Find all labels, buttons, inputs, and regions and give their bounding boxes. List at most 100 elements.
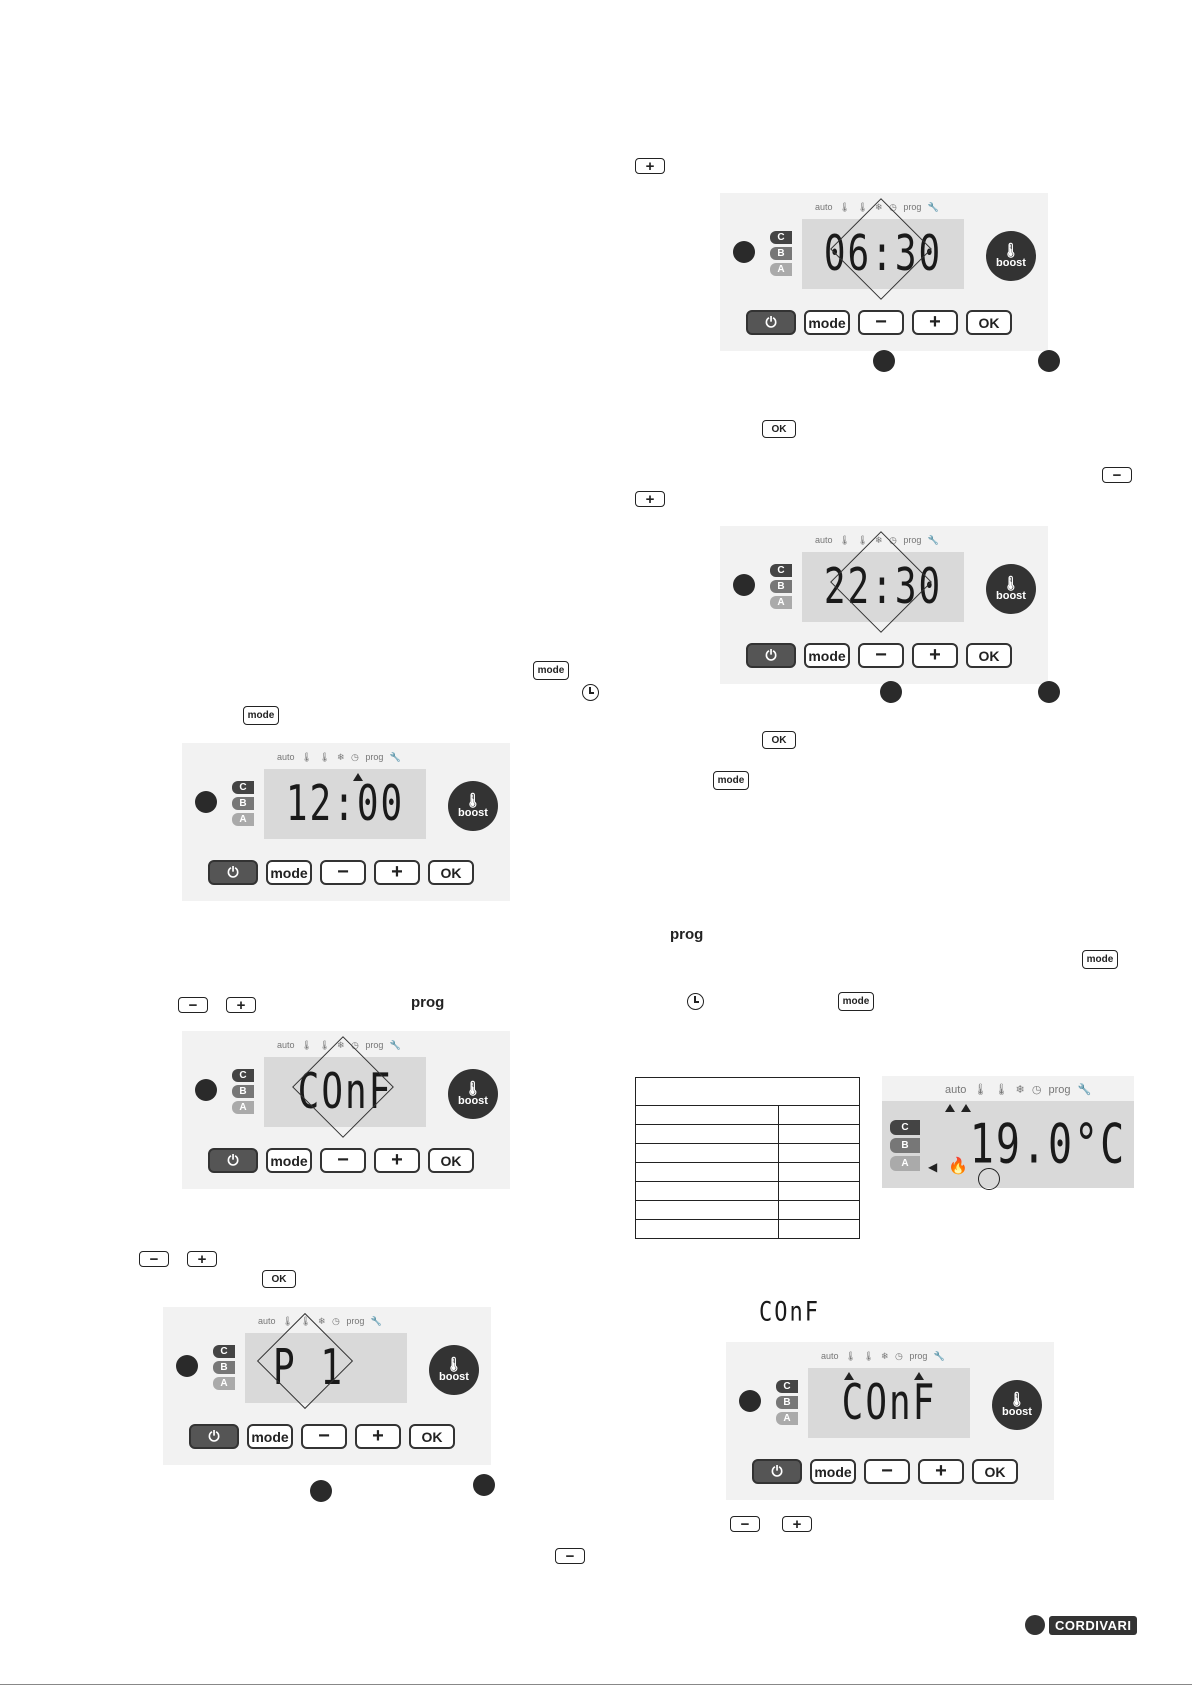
minus-key-icon: − [1102, 467, 1132, 483]
table-cell [635, 1200, 779, 1220]
ok-button[interactable]: OK [428, 1148, 474, 1173]
mode-button[interactable]: mode [810, 1459, 856, 1484]
ok-button[interactable]: OK [409, 1424, 455, 1449]
level-c: C [776, 1380, 798, 1393]
boost-button[interactable]: 🌡 boost [992, 1380, 1042, 1430]
plus-button[interactable]: + [355, 1424, 401, 1449]
logo-mark-icon [1025, 1615, 1045, 1635]
panel-buttons: ⏻ mode − + OK [746, 643, 1012, 668]
indicator-arrow-icon [353, 773, 363, 781]
comfort-level-indicator: C B A [770, 564, 792, 612]
lcd-display: 19.0°C [882, 1101, 1134, 1188]
auto-label: auto [277, 1040, 295, 1050]
plus-button[interactable]: + [374, 860, 420, 885]
callout-dot [733, 574, 755, 596]
mode-button[interactable]: mode [247, 1424, 293, 1449]
indicator-arrow-icon [914, 1372, 924, 1380]
level-a: A [890, 1156, 920, 1171]
prog-label: prog [1048, 1084, 1071, 1096]
device-panel-7: auto 🌡 🌡 ❄ ◷ prog 🔧 C B A COnF 🌡 boost ⏻… [726, 1342, 1054, 1500]
thermometer-icon: 🌡 [973, 1084, 988, 1096]
table-cell [778, 1200, 860, 1220]
boost-button[interactable]: 🌡 boost [448, 1069, 498, 1119]
boost-label: boost [996, 590, 1026, 602]
callout-dot [195, 1079, 217, 1101]
mode-button[interactable]: mode [804, 310, 850, 335]
thermometer-icon: 🌡 [301, 1040, 313, 1050]
boost-button[interactable]: 🌡 boost [986, 231, 1036, 281]
minus-button[interactable]: − [858, 310, 904, 335]
level-c: C [232, 781, 254, 794]
snowflake-icon: ❄ [880, 1351, 889, 1361]
plus-button[interactable]: + [912, 643, 958, 668]
comfort-level-indicator: C B A [776, 1380, 798, 1428]
level-b: B [232, 797, 254, 810]
mode-icons-row: auto 🌡 🌡 ❄ ◷ prog 🔧 [815, 535, 943, 546]
mode-button[interactable]: mode [266, 1148, 312, 1173]
plus-key-icon: + [635, 491, 665, 507]
callout-dot [1038, 350, 1060, 372]
clock-icon: ◷ [351, 1040, 359, 1050]
ok-button[interactable]: OK [966, 643, 1012, 668]
table-header-cell [635, 1077, 860, 1106]
table-cell [778, 1219, 860, 1239]
minus-button[interactable]: − [320, 1148, 366, 1173]
ok-button[interactable]: OK [966, 310, 1012, 335]
plus-button[interactable]: + [912, 310, 958, 335]
plus-button[interactable]: + [374, 1148, 420, 1173]
mode-button[interactable]: mode [266, 860, 312, 885]
panel-buttons: ⏻ mode − + OK [208, 860, 474, 885]
level-a: A [232, 1101, 254, 1114]
power-button[interactable]: ⏻ [189, 1424, 239, 1449]
level-c: C [770, 564, 792, 577]
power-button[interactable]: ⏻ [208, 1148, 258, 1173]
level-b: B [213, 1361, 235, 1374]
clock-icon: ◷ [351, 752, 359, 762]
auto-label: auto [277, 752, 295, 762]
table-cell [635, 1124, 779, 1144]
boost-button[interactable]: 🌡 boost [986, 564, 1036, 614]
table-cell [778, 1162, 860, 1182]
minus-button[interactable]: − [301, 1424, 347, 1449]
snowflake-icon: ❄ [874, 535, 883, 545]
thermometer-icon: 🌡 [319, 1040, 331, 1050]
device-panel-5: auto 🌡 🌡 ❄ ◷ prog 🔧 C B A P 1 🌡 boost ⏻ … [163, 1307, 491, 1465]
plus-button[interactable]: + [918, 1459, 964, 1484]
boost-label: boost [996, 257, 1026, 269]
power-button[interactable]: ⏻ [752, 1459, 802, 1484]
device-display-detail: auto 🌡 🌡 ❄ ◷ prog 🔧 19.0°C C B A ◀ 🔥 [882, 1076, 1134, 1190]
minus-button[interactable]: − [858, 643, 904, 668]
ok-button[interactable]: OK [972, 1459, 1018, 1484]
boost-label: boost [439, 1371, 469, 1383]
mode-button[interactable]: mode [804, 643, 850, 668]
minus-key-icon: − [730, 1516, 760, 1532]
table-cell [635, 1181, 779, 1201]
power-button[interactable]: ⏻ [746, 643, 796, 668]
device-panel-1: auto 🌡 🌡 ❄ ◷ prog 🔧 C B A 06:30 🌡 boost … [720, 193, 1048, 351]
mode-key-icon: mode [838, 992, 874, 1011]
level-c: C [232, 1069, 254, 1082]
mode-key-icon: mode [1082, 950, 1118, 969]
level-b: B [770, 580, 792, 593]
boost-button[interactable]: 🌡 boost [448, 781, 498, 831]
ok-key-icon: OK [262, 1270, 296, 1288]
indicator-arrow-icon [844, 1372, 854, 1380]
lcd-value: P 1 [273, 1340, 345, 1396]
boost-button[interactable]: 🌡 boost [429, 1345, 479, 1395]
plus-key-icon: + [782, 1516, 812, 1532]
thermometer-icon: 🌡 [301, 752, 313, 762]
ok-button[interactable]: OK [428, 860, 474, 885]
comfort-level-indicator: C B A [232, 781, 254, 829]
minus-button[interactable]: − [320, 860, 366, 885]
mode-icons-row: auto 🌡 🌡 ❄ ◷ prog 🔧 [821, 1351, 949, 1362]
parameters-table [635, 1077, 860, 1239]
power-button[interactable]: ⏻ [746, 310, 796, 335]
flame-icon: 🔥 [948, 1158, 968, 1175]
power-button[interactable]: ⏻ [208, 860, 258, 885]
thermometer-icon: 🌡 [857, 202, 869, 212]
snowflake-icon: ❄ [1015, 1084, 1025, 1096]
minus-button[interactable]: − [864, 1459, 910, 1484]
callout-dot [1038, 681, 1060, 703]
conf-symbol: COnF [759, 1297, 820, 1328]
thermometer-icon: 🌡 [839, 535, 851, 545]
